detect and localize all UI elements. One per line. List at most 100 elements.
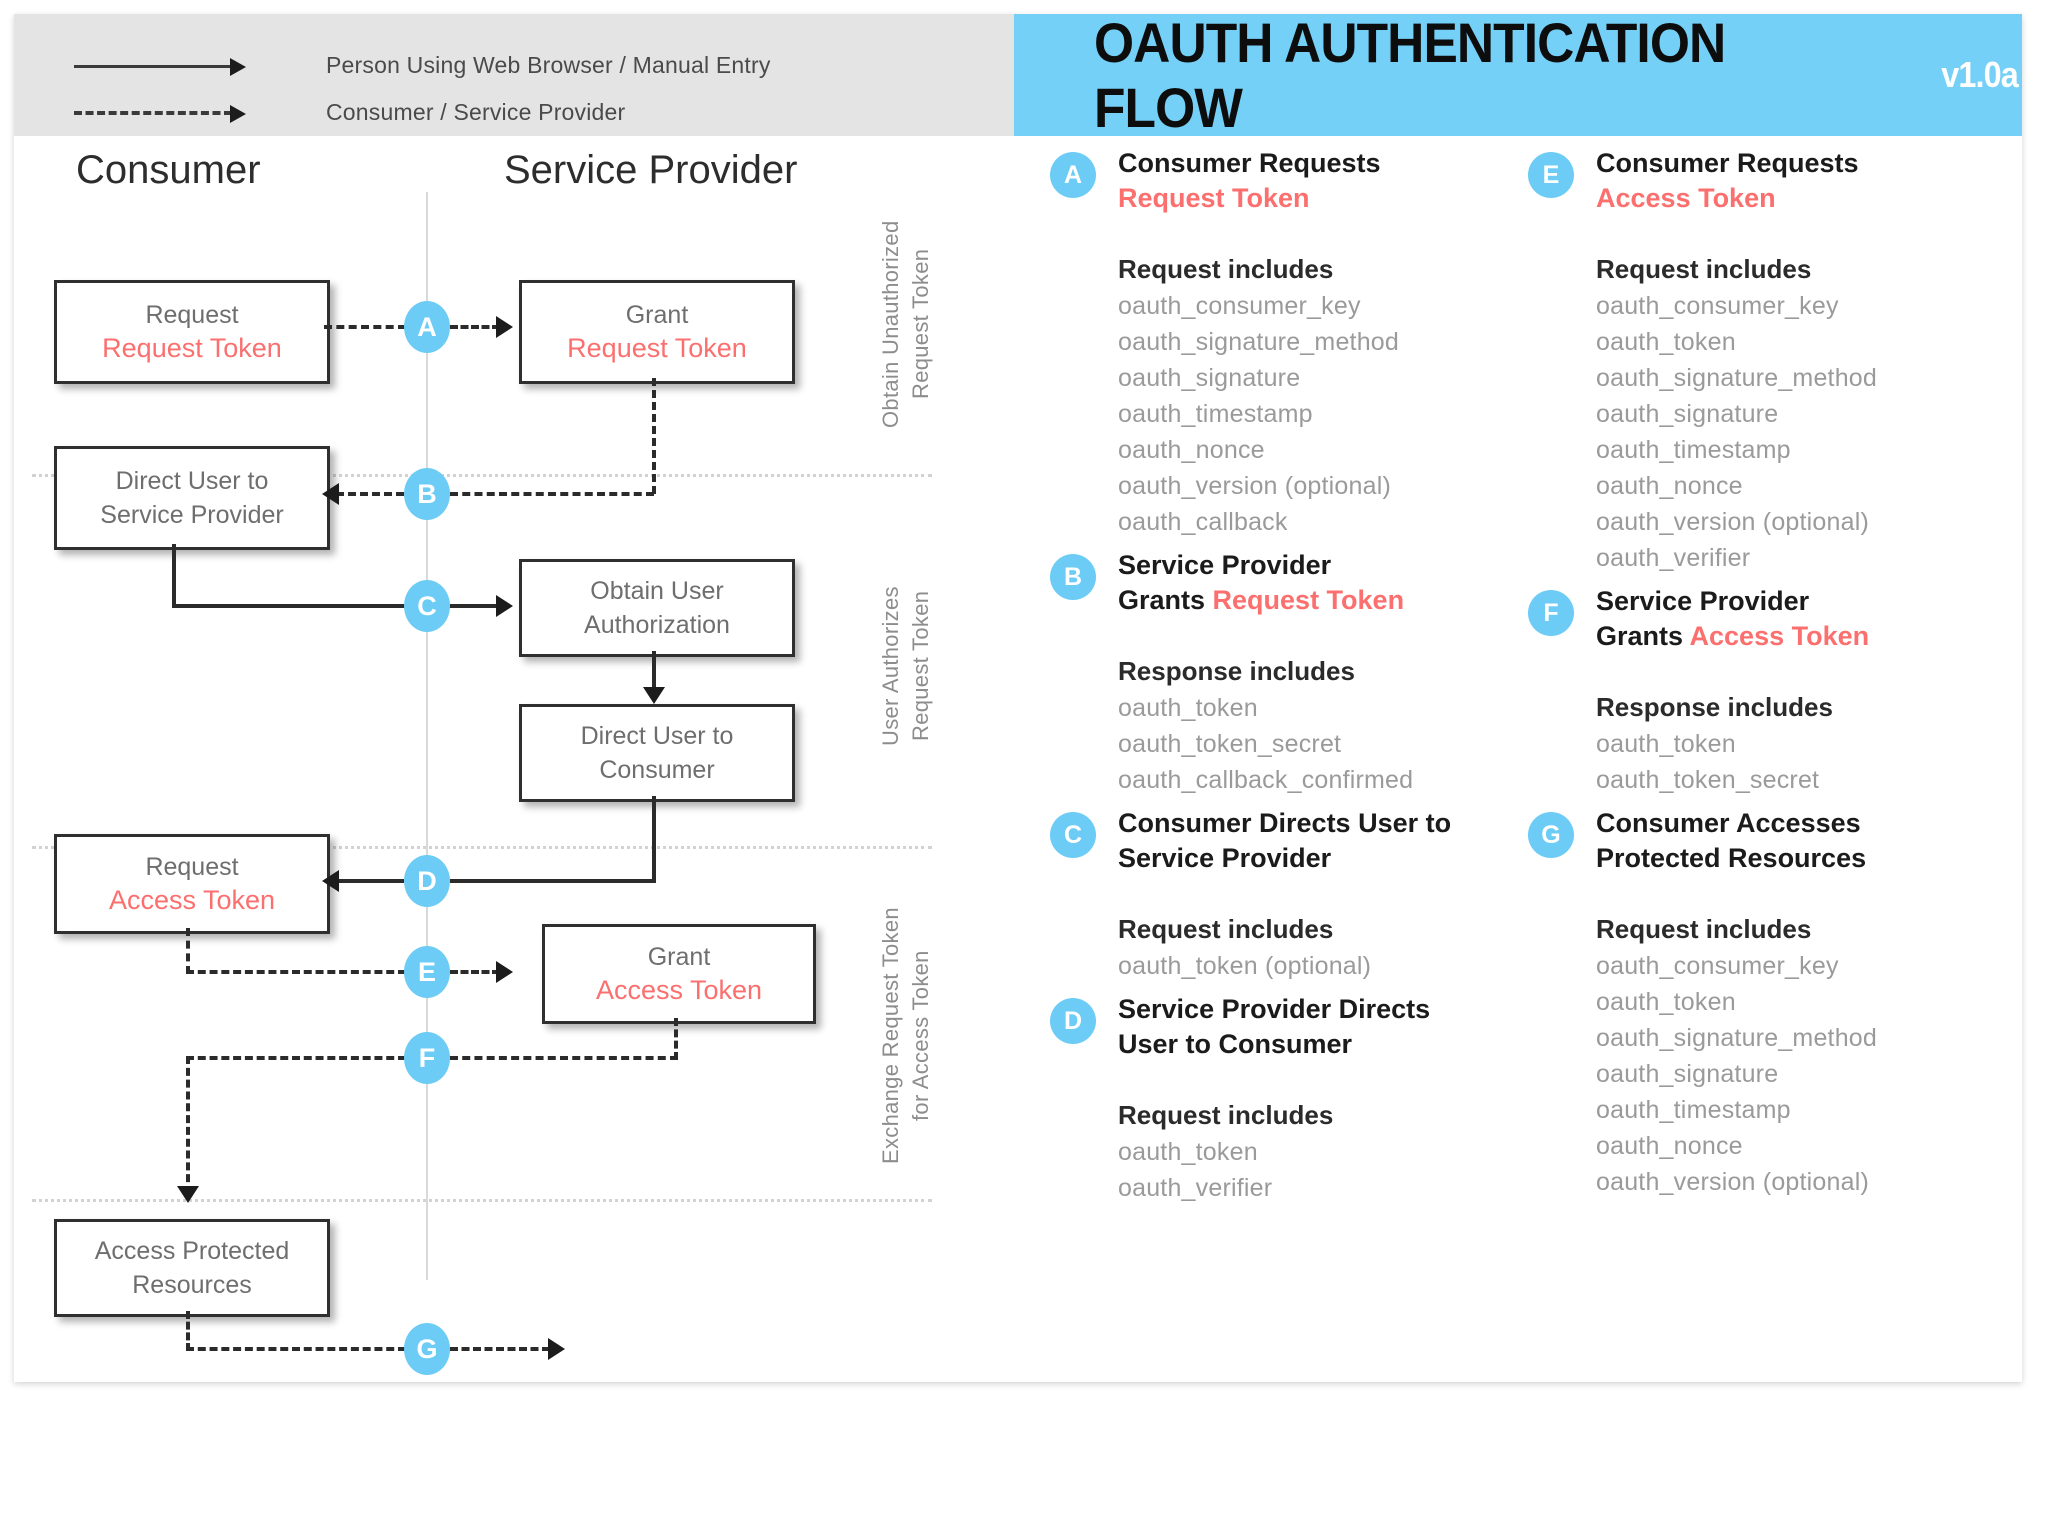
edge-d-left2 (336, 879, 404, 883)
section-label-user-authorizes-request-token: User Authorizes Request Token (878, 586, 933, 746)
page-title: OAUTH AUTHENTICATION FLOW (1094, 11, 1726, 139)
panel-param: oauth_callback (1118, 508, 1288, 536)
arrowhead-g (548, 1338, 565, 1360)
arrowhead-e (496, 961, 513, 983)
edge-e-right1 (186, 970, 406, 974)
panel-param-list: oauth_consumer_key oauth_signature_method… (1118, 288, 1498, 540)
node-line-2: Request Token (567, 333, 747, 363)
node-access-protected-resources: Access Protected Resources (54, 1219, 330, 1317)
panel-param: oauth_token (1596, 730, 1736, 758)
panel-subheading: Request includes (1118, 1100, 1334, 1130)
badge-d: D (404, 855, 450, 907)
node-request-access-token: Request Access Token (54, 834, 330, 934)
legend-row-dashed: Consumer / Service Provider (74, 99, 625, 126)
lane-divider (426, 192, 428, 1280)
panel-param: oauth_signature_method (1118, 328, 1399, 356)
legend: Person Using Web Browser / Manual Entry … (14, 14, 1014, 136)
node-line-1: Grant (625, 301, 689, 329)
panel-param-list: oauth_consumer_key oauth_token oauth_signa… (1596, 948, 1976, 1200)
arrowhead-c (496, 595, 513, 617)
panel-param: oauth_signature_method (1596, 364, 1877, 392)
edge-d-down (652, 796, 656, 883)
arrowhead-auth (643, 687, 665, 704)
badge-a: A (404, 301, 450, 353)
panel-param: oauth_nonce (1596, 472, 1743, 500)
version-label: v1.0a (1941, 54, 2018, 95)
edge-g-right2 (450, 1347, 550, 1351)
panel-param: oauth_token_secret (1118, 730, 1342, 758)
panel-param: oauth_version (optional) (1118, 472, 1392, 500)
legend-label-solid: Person Using Web Browser / Manual Entry (326, 52, 771, 78)
panel-param: oauth_nonce (1118, 436, 1265, 464)
node-line-1: Obtain User Authorization (584, 577, 730, 639)
section-label-obtain-unauthorized-request-token: Obtain Unauthorized Request Token (878, 220, 933, 428)
arrowhead-b (322, 483, 339, 505)
section-divider-2 (32, 846, 932, 849)
node-direct-user-to-service-provider: Direct User to Service Provider (54, 446, 330, 550)
badge-c: C (404, 580, 450, 632)
edge-f-down (674, 1018, 678, 1060)
arrowhead-d (322, 870, 339, 892)
edge-auth-down (652, 651, 656, 695)
node-grant-request-token: Grant Request Token (519, 280, 795, 384)
edge-c-right1 (172, 604, 406, 608)
node-line-2: Access Token (595, 975, 763, 1005)
edge-e-right2 (450, 970, 500, 974)
panel-badge-g: G (1528, 812, 1574, 858)
panel-param: oauth_consumer_key (1596, 292, 1839, 320)
edge-e-down (186, 928, 190, 974)
panel-badge-c: C (1050, 812, 1096, 858)
panel-subheading: Request includes (1118, 254, 1334, 284)
node-line-1: Request (145, 301, 239, 329)
panel-param: oauth_token (optional) (1118, 952, 1372, 980)
badge-g: G (404, 1323, 450, 1375)
title-banner: OAUTH AUTHENTICATION FLOW v1.0a (1014, 11, 2022, 139)
panel-param: oauth_verifier (1118, 1174, 1273, 1202)
panel-param: oauth_consumer_key (1596, 952, 1839, 980)
edge-c-right2 (450, 604, 500, 608)
panel-param: oauth_consumer_key (1118, 292, 1361, 320)
panel-subheading: Response includes (1118, 656, 1355, 686)
panel-param: oauth_verifier (1596, 544, 1751, 572)
node-direct-user-to-consumer: Direct User to Consumer (519, 704, 795, 802)
arrowhead-f (177, 1186, 199, 1203)
panel-param: oauth_callback_confirmed (1118, 766, 1414, 794)
panel-param: oauth_timestamp (1596, 1096, 1791, 1124)
panel-param: oauth_signature (1596, 1060, 1779, 1088)
solid-arrow-icon (74, 57, 264, 76)
panel-param: oauth_token (1596, 988, 1736, 1016)
panel-param: oauth_signature (1118, 364, 1301, 392)
panel-param-list: oauth_token (optional) (1118, 948, 1498, 984)
panel-param: oauth_nonce (1596, 1132, 1743, 1160)
section-label-exchange-request-token: Exchange Request Token for Access Token (878, 907, 933, 1165)
infographic-card: Person Using Web Browser / Manual Entry … (14, 11, 2022, 1382)
panel-subheading: Request includes (1596, 254, 1812, 284)
edge-b-left (336, 492, 404, 496)
section-divider-1 (32, 474, 932, 477)
edge-a-left (324, 325, 406, 329)
edge-g-right1 (186, 1347, 406, 1351)
panel-badge-b: B (1050, 554, 1096, 600)
lane-title-provider: Service Provider (504, 148, 798, 192)
panel-subheading: Request includes (1596, 914, 1812, 944)
panel-badge-d: D (1050, 998, 1096, 1044)
panel-param: oauth_token (1118, 1138, 1258, 1166)
arrowhead-a (496, 316, 513, 338)
badge-f: F (404, 1032, 450, 1084)
node-line-1: Access Protected Resources (94, 1237, 290, 1299)
panel-param: oauth_timestamp (1596, 436, 1791, 464)
